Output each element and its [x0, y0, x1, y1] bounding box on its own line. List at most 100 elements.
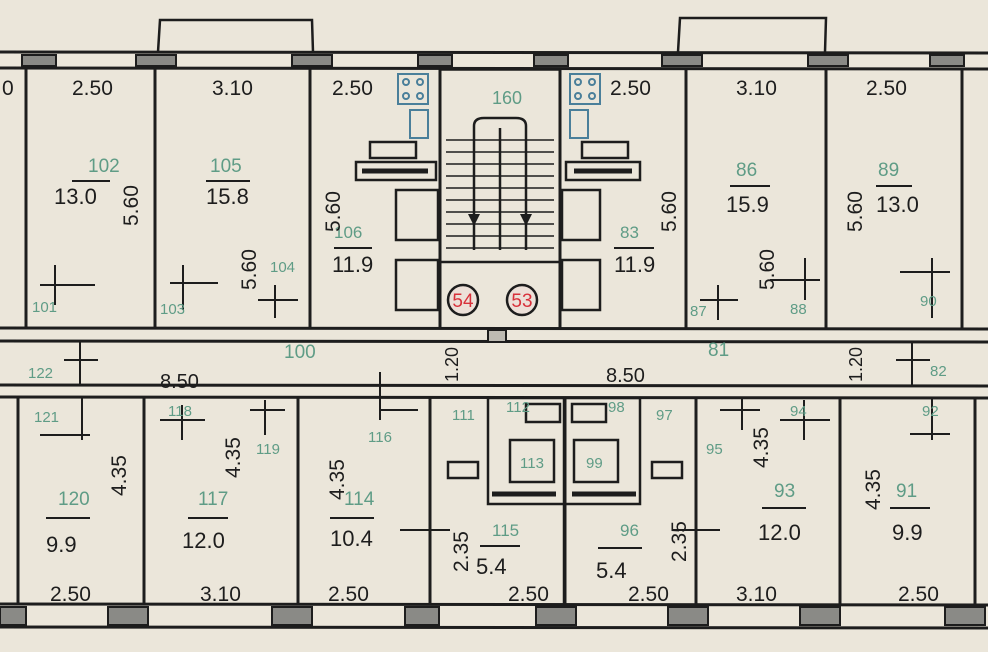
- room-106: 106 11.9 5.60: [322, 191, 373, 277]
- room-number-111: 111: [452, 407, 475, 424]
- dim-bottom-2: 2.50: [328, 583, 369, 606]
- lower-rooms: 120 9.9 4.35 117 12.0 4.35 114 10.4 4.35…: [46, 427, 930, 583]
- room-depth: 5.60: [756, 249, 779, 290]
- room-120: 120 9.9 4.35: [46, 455, 131, 557]
- room-number-104: 104: [270, 259, 295, 276]
- room-number-90: 90: [920, 293, 937, 310]
- room-number-92: 92: [922, 403, 939, 420]
- room-number: 120: [58, 489, 90, 510]
- room-number: 91: [896, 481, 917, 502]
- room-86: 86 15.9 5.60: [726, 160, 779, 290]
- room-number: 114: [344, 489, 375, 510]
- dimensions-top: 0 2.50 3.10 2.50 2.50 3.10 2.50: [2, 77, 907, 100]
- room-area: 11.9: [332, 252, 373, 277]
- room-area: 13.0: [876, 192, 919, 217]
- corridor-labels: 8.50 8.50 1.20 1.20 100 81: [160, 340, 866, 393]
- room-number: 115: [492, 521, 519, 540]
- dim-bottom-5: 3.10: [736, 583, 777, 606]
- room-number-82: 82: [930, 363, 947, 380]
- room-depth: 5.60: [844, 191, 867, 232]
- stair-handrail: [472, 116, 528, 250]
- bathtub-right: [572, 438, 620, 484]
- dim-bottom-6: 2.50: [898, 583, 939, 606]
- balcony-left: [156, 18, 315, 53]
- room-depth: 5.60: [322, 191, 345, 232]
- room-number-98: 98: [608, 399, 625, 416]
- stair-marker-53: [505, 283, 539, 317]
- dim-top-4: 2.50: [610, 77, 651, 100]
- bathroom-core: [446, 396, 684, 604]
- sink-counters: [354, 140, 642, 182]
- dim-top-2: 3.10: [212, 77, 253, 100]
- dim-top-1: 2.50: [72, 77, 113, 100]
- small-room-numbers: 101 103 104 88 87 90 122 121 118 119 116…: [28, 259, 947, 472]
- windows-top: [21, 54, 965, 67]
- room-depth: 4.35: [326, 459, 349, 500]
- room-number-112: 112: [506, 399, 530, 416]
- room-number: 105: [210, 156, 242, 177]
- kitchen-stoves: [397, 73, 601, 139]
- stair-marker-54: [446, 283, 480, 317]
- room-number-99: 99: [586, 455, 603, 472]
- corridor-length-left: 8.50: [160, 371, 199, 393]
- washbasin-left: [524, 402, 562, 424]
- corridor-column: [487, 329, 507, 343]
- room-number: 86: [736, 160, 757, 181]
- room-number-118: 118: [168, 403, 192, 420]
- room-number: 102: [88, 156, 120, 177]
- room-number-121: 121: [34, 409, 59, 426]
- room-depth: 4.35: [750, 427, 773, 468]
- exterior-walls: [0, 50, 988, 630]
- dim-top-0: 0: [2, 77, 14, 100]
- room-number: 83: [620, 223, 639, 242]
- windows-bottom: [0, 606, 986, 626]
- dim-top-6: 2.50: [866, 77, 907, 100]
- stair-arrows: [468, 214, 532, 226]
- room-area: 13.0: [54, 184, 97, 209]
- corridor-number-right: 81: [708, 340, 729, 361]
- room-number-95: 95: [706, 441, 723, 458]
- room-area: 12.0: [758, 520, 801, 545]
- stair-arrow-down: [468, 214, 480, 226]
- room-102: 102 13.0 5.60: [54, 156, 143, 226]
- room-number-119: 119: [256, 441, 280, 458]
- corridor-width-left: 1.20: [442, 347, 462, 382]
- room-number: 106: [334, 223, 362, 242]
- room-area: 9.9: [892, 520, 923, 545]
- stairwell: [439, 69, 561, 329]
- room-number-88: 88: [790, 301, 807, 318]
- partition-walls: [16, 68, 977, 604]
- corridor-number-left: 100: [284, 342, 316, 363]
- room-area: 10.4: [330, 526, 373, 551]
- room-117: 117 12.0 4.35: [182, 437, 245, 553]
- room-number: 93: [774, 481, 795, 502]
- corridor-length-right: 8.50: [606, 365, 645, 387]
- toilet-left: [446, 460, 480, 480]
- room-96: 96 5.4 2.35: [596, 521, 691, 583]
- room-number-113: 113: [520, 455, 544, 472]
- room-depth: 5.60: [238, 249, 261, 290]
- stairwell-number: 160: [492, 88, 522, 108]
- dim-bottom-0: 2.50: [50, 583, 91, 606]
- corridor-width-right: 1.20: [846, 347, 866, 382]
- room-91: 91 9.9 4.35: [862, 469, 930, 545]
- room-area: 11.9: [614, 252, 655, 277]
- upper-rooms: 102 13.0 5.60 105 15.8 5.60 106 11.9 5.6…: [54, 156, 919, 290]
- balconies: [156, 16, 828, 53]
- dim-top-3: 2.50: [332, 77, 373, 100]
- room-93: 93 12.0 4.35: [750, 427, 806, 545]
- room-depth: 5.60: [658, 191, 681, 232]
- room-area: 5.4: [596, 558, 627, 583]
- room-depth: 4.35: [862, 469, 885, 510]
- room-105: 105 15.8 5.60: [206, 156, 261, 290]
- washbasin-right: [570, 402, 608, 424]
- room-depth: 2.35: [668, 521, 691, 562]
- stair-marker-label-53: 53: [511, 291, 532, 312]
- room-area: 5.4: [476, 554, 507, 579]
- room-number-87: 87: [690, 303, 707, 320]
- room-depth: 2.35: [450, 531, 473, 572]
- room-number-97: 97: [656, 407, 673, 424]
- stair-arrow-up: [520, 214, 532, 226]
